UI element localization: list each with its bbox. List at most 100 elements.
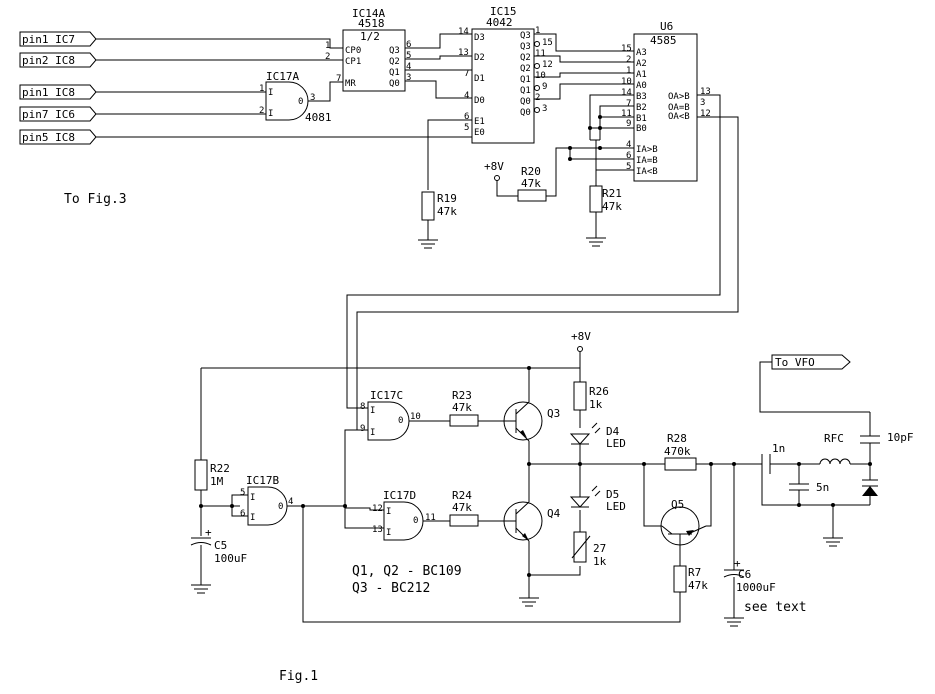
ground-q4 bbox=[519, 597, 539, 607]
d4-name: D4 bbox=[606, 425, 620, 438]
r19-name: R19 bbox=[437, 192, 457, 205]
ground-r21 bbox=[586, 237, 606, 247]
supply-bottom-label: +8V bbox=[571, 330, 591, 343]
u6-pinnum-9: 9 bbox=[626, 119, 631, 129]
ic17c-pinnum-in1: 8 bbox=[360, 402, 365, 412]
ic15-pin-q3: Q3 bbox=[520, 31, 531, 41]
c5-polarity: + bbox=[205, 526, 212, 539]
ic17c-in-label-1: I bbox=[370, 406, 375, 416]
r7-resistor: R7 47k bbox=[673, 565, 708, 593]
ic14a-pinnum-2: 2 bbox=[325, 52, 330, 62]
ic17b-pinnum-in1: 5 bbox=[240, 488, 245, 498]
r28-name: R28 bbox=[667, 432, 687, 445]
varactor-diode bbox=[862, 479, 878, 496]
r7-value: 47k bbox=[688, 579, 708, 592]
r23-value: 47k bbox=[452, 401, 472, 414]
u6-pinnum-14: 14 bbox=[621, 88, 632, 98]
u6-pin-b3: B3 bbox=[636, 92, 647, 102]
ic14a-pinnum-7: 7 bbox=[336, 74, 341, 84]
r20-resistor: R20 47k bbox=[517, 165, 547, 202]
input-pin1-ic8-label: pin1 IC8 bbox=[22, 86, 75, 99]
r28-value: 470k bbox=[664, 445, 691, 458]
u6-pinnum-5: 5 bbox=[626, 162, 631, 172]
ic15-pinnum-12: 12 bbox=[542, 60, 553, 70]
ic17d-in-label-2: I bbox=[386, 528, 391, 538]
r21-value: 47k bbox=[602, 200, 622, 213]
r26-resistor: R26 1k bbox=[573, 381, 609, 411]
transistor-note-line1: Q1, Q2 - BC109 bbox=[352, 564, 462, 579]
u6-pin-oalt: OA<B bbox=[668, 112, 690, 122]
u6-pinnum-7: 7 bbox=[626, 99, 631, 109]
ic17b-name: IC17B bbox=[246, 474, 279, 487]
ic17d-pinnum-in1: 12 bbox=[372, 504, 383, 514]
r22-name: R22 bbox=[210, 462, 230, 475]
u6-pinnum-1: 1 bbox=[626, 66, 631, 76]
u6-pin-b2: B2 bbox=[636, 103, 647, 113]
input-pin1-ic7-label: pin1 IC7 bbox=[22, 33, 75, 46]
q4-transistor: Q4 bbox=[503, 501, 561, 542]
ic15-pinnum-15: 15 bbox=[542, 38, 553, 48]
ic17d-out-label: 0 bbox=[413, 516, 418, 526]
ground-r19 bbox=[418, 239, 438, 249]
r21-name: R21 bbox=[602, 187, 622, 200]
r19-value: 47k bbox=[437, 205, 457, 218]
ic17d-in-label-1: I bbox=[386, 507, 391, 517]
r22-resistor: R22 1M bbox=[194, 459, 230, 491]
u6-pin-a2: A2 bbox=[636, 59, 647, 69]
ic14a-pinnum-4: 4 bbox=[406, 62, 411, 72]
ic17b-in-label-1: I bbox=[250, 493, 255, 503]
r27-name: 27 bbox=[593, 542, 606, 555]
d5-name: D5 bbox=[606, 488, 619, 501]
ic17a-and-gate: IC17A 4081 I I 0 1 2 3 bbox=[259, 70, 332, 124]
c5-value: 100uF bbox=[214, 552, 247, 565]
u6-pin-iaeq: IA=B bbox=[636, 156, 658, 166]
u6-pin-iagt: IA>B bbox=[636, 145, 658, 155]
ic14a-pinnum-3: 3 bbox=[406, 73, 411, 83]
ic15-pin-q2n: Q2 bbox=[520, 64, 531, 74]
ic14a-pin-q3: Q3 bbox=[389, 46, 400, 56]
r28-resistor: R28 470k bbox=[664, 432, 697, 471]
ic15-pinnum-14: 14 bbox=[458, 27, 469, 37]
ic14a-pinnum-5: 5 bbox=[406, 51, 411, 61]
r23-resistor: R23 47k bbox=[449, 389, 479, 427]
r27-potentiometer: 27 1k bbox=[571, 531, 607, 568]
input-pin2-ic8: pin2 IC8 bbox=[19, 52, 97, 68]
ic17d-pinnum-out: 11 bbox=[425, 513, 436, 523]
ic14a-pinnum-6: 6 bbox=[406, 40, 411, 50]
u6-pinnum-2: 2 bbox=[626, 55, 631, 65]
q4-name: Q4 bbox=[547, 507, 561, 520]
ic15-name: IC15 bbox=[490, 5, 517, 18]
ic17b-pinnum-in2: 6 bbox=[240, 509, 245, 519]
c6-capacitor: + C6 1000uF bbox=[723, 557, 776, 627]
r24-value: 47k bbox=[452, 501, 472, 514]
supply-top-label: +8V bbox=[484, 160, 504, 173]
input-pin5-ic8-label: pin5 IC8 bbox=[22, 131, 75, 144]
input-pin5-ic8: pin5 IC8 bbox=[19, 129, 97, 145]
ic17b-in-label-2: I bbox=[250, 513, 255, 523]
ic14a-pin-q1: Q1 bbox=[389, 68, 400, 78]
transistor-note-line2: Q3 - BC212 bbox=[352, 581, 430, 596]
ic15-pinnum-1: 1 bbox=[535, 26, 540, 36]
ic15-pinnum-7: 7 bbox=[464, 69, 469, 79]
ic14a-pin-q2: Q2 bbox=[389, 57, 400, 67]
ic15-part: 4042 bbox=[486, 16, 513, 29]
ic17c-pinnum-out: 10 bbox=[410, 412, 421, 422]
to-vfo-label: To VFO bbox=[775, 356, 815, 369]
ic17a-out-label: 0 bbox=[298, 97, 303, 107]
u6-pinnum-13: 13 bbox=[700, 87, 711, 97]
ic15-pinnum-3: 3 bbox=[542, 104, 547, 114]
c-10pf-capacitor: 10pF bbox=[860, 431, 914, 444]
ic14a-counter: IC14A 4518 1/2 CP0 CP1 MR Q3 Q2 Q1 Q0 1 … bbox=[325, 7, 411, 92]
ic17a-in-label-1: I bbox=[268, 88, 273, 98]
ic17c-and-gate: IC17C I I 0 8 9 10 bbox=[360, 389, 421, 441]
input-pin2-ic8-label: pin2 IC8 bbox=[22, 54, 75, 67]
rfc-name: RFC bbox=[824, 432, 844, 445]
input-pin1-ic8: pin1 IC8 bbox=[19, 84, 97, 100]
u6-pin-b0: B0 bbox=[636, 124, 647, 134]
ic17c-pinnum-in2: 9 bbox=[360, 424, 365, 434]
r19-resistor: R19 47k bbox=[421, 191, 457, 240]
ic17b-pinnum-out: 4 bbox=[288, 497, 293, 507]
input-pin7-ic6: pin7 IC6 bbox=[19, 106, 97, 122]
d4-type: LED bbox=[606, 437, 626, 450]
u6-pinnum-12: 12 bbox=[700, 109, 711, 119]
